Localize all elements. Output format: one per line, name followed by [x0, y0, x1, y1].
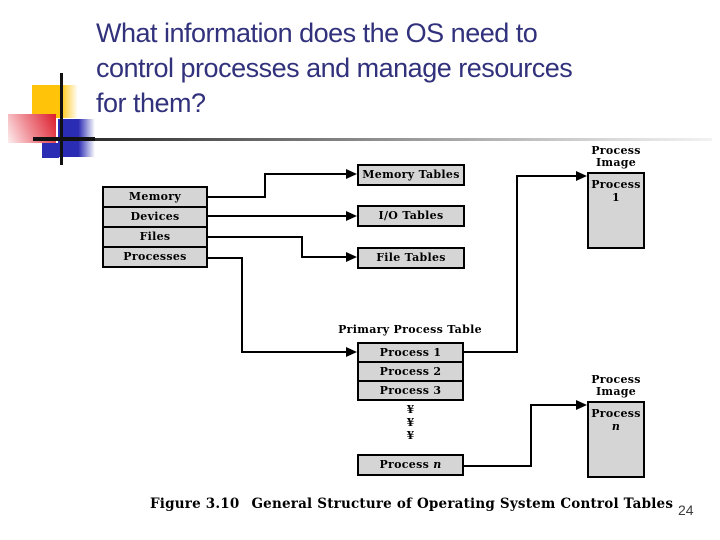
- primary-process-table-row-n-label: Process n: [379, 459, 441, 471]
- connector-processes-h2: [241, 351, 346, 353]
- process-image-bottom-content-line-1: Process: [591, 407, 641, 420]
- slide-title-line-2: control processes and manage resources: [96, 53, 573, 83]
- file-tables-label: File Tables: [376, 251, 446, 264]
- continuation-dot-1: ¥: [406, 403, 415, 416]
- process-image-bottom-box: Process n: [587, 401, 645, 478]
- connector-process1-h2: [516, 175, 576, 177]
- deco-vertical-line: [60, 73, 63, 165]
- connector-memory-h1: [208, 196, 266, 198]
- arrowhead-primary-table-icon: [346, 347, 357, 357]
- memory-tables-label: Memory Tables: [362, 168, 460, 181]
- deco-blue-square-small: [42, 143, 59, 158]
- table-continuation-dots: ¥ ¥ ¥: [357, 403, 464, 442]
- primary-process-table-row-n: Process n: [357, 454, 464, 476]
- deco-horizontal-line: [33, 137, 95, 141]
- connector-memory-h2: [264, 173, 346, 175]
- slide-title-line-1: What information does the OS need to: [96, 18, 538, 48]
- primary-process-table-row-3: Process 3: [357, 380, 464, 401]
- primary-process-table-row-2: Process 2: [357, 361, 464, 382]
- continuation-dot-3: ¥: [406, 429, 415, 442]
- primary-process-table-row-3-label: Process 3: [379, 383, 442, 397]
- process-image-top-label-line-2: Image: [595, 156, 637, 169]
- connector-process1-h1: [463, 351, 518, 353]
- connector-files-h2: [301, 256, 346, 258]
- primary-process-table-row-2-label: Process 2: [379, 364, 442, 378]
- io-tables-box: I/O Tables: [357, 205, 465, 227]
- connector-process1-v: [516, 176, 518, 353]
- arrowhead-process-image-top-icon: [576, 171, 587, 181]
- arrowhead-memory-tables-icon: [346, 169, 357, 179]
- connector-devices-h: [208, 215, 346, 217]
- io-tables-label: I/O Tables: [378, 209, 444, 222]
- process-image-bottom-label-line-1: Process: [591, 373, 641, 386]
- connector-processn-v: [530, 404, 532, 467]
- left-table-row-processes-label: Processes: [123, 250, 187, 263]
- arrowhead-io-tables-icon: [346, 211, 357, 221]
- slide-title-line-3: for them?: [96, 88, 206, 118]
- process-image-top-label-line-1: Process: [591, 144, 641, 157]
- process-image-top-content-line-2: 1: [612, 191, 620, 204]
- left-table-row-devices: Devices: [102, 206, 208, 228]
- left-table-row-files: Files: [102, 226, 208, 248]
- left-table-row-processes: Processes: [102, 246, 208, 268]
- process-image-bottom-label-line-2: Image: [595, 385, 637, 398]
- connector-memory-v: [264, 174, 266, 198]
- primary-process-table-row-1: Process 1: [357, 342, 464, 363]
- file-tables-box: File Tables: [357, 247, 465, 269]
- slide-page-number: 24: [678, 502, 694, 518]
- left-table-row-devices-label: Devices: [130, 210, 180, 223]
- process-image-bottom-label: Process Image: [574, 374, 658, 398]
- left-table-row-files-label: Files: [139, 230, 171, 243]
- primary-process-table-title: Primary Process Table: [338, 323, 482, 336]
- slide-title: What information does the OS need to con…: [96, 16, 696, 121]
- connector-files-h1: [208, 236, 303, 238]
- continuation-dot-2: ¥: [406, 416, 415, 429]
- process-image-top-box: Process 1: [587, 172, 645, 249]
- connector-files-v: [301, 236, 303, 258]
- left-table-row-memory-label: Memory: [128, 190, 182, 203]
- connector-processes-h1: [208, 257, 243, 259]
- connector-processn-h1: [463, 465, 532, 467]
- figure-caption-number: Figure 3.10: [150, 496, 240, 512]
- process-image-top-label: Process Image: [574, 145, 658, 169]
- row-n-prefix: Process: [379, 458, 434, 471]
- arrowhead-file-tables-icon: [346, 252, 357, 262]
- title-divider-rule: [35, 138, 712, 141]
- figure-caption: Figure 3.10 General Structure of Operatin…: [150, 496, 710, 512]
- figure-caption-text: General Structure of Operating System Co…: [251, 496, 674, 512]
- left-table-row-memory: Memory: [102, 186, 208, 208]
- process-image-top-content-line-1: Process: [591, 178, 641, 191]
- primary-process-table-row-1-label: Process 1: [379, 345, 442, 359]
- arrowhead-process-image-bottom-icon: [576, 400, 587, 410]
- connector-processn-h2: [530, 404, 576, 406]
- connector-processes-v: [241, 257, 243, 353]
- row-n-italic-n: n: [433, 458, 442, 471]
- deco-yellow-square: [32, 85, 78, 118]
- memory-tables-box: Memory Tables: [357, 164, 465, 186]
- process-image-bottom-content-line-2: n: [611, 420, 621, 433]
